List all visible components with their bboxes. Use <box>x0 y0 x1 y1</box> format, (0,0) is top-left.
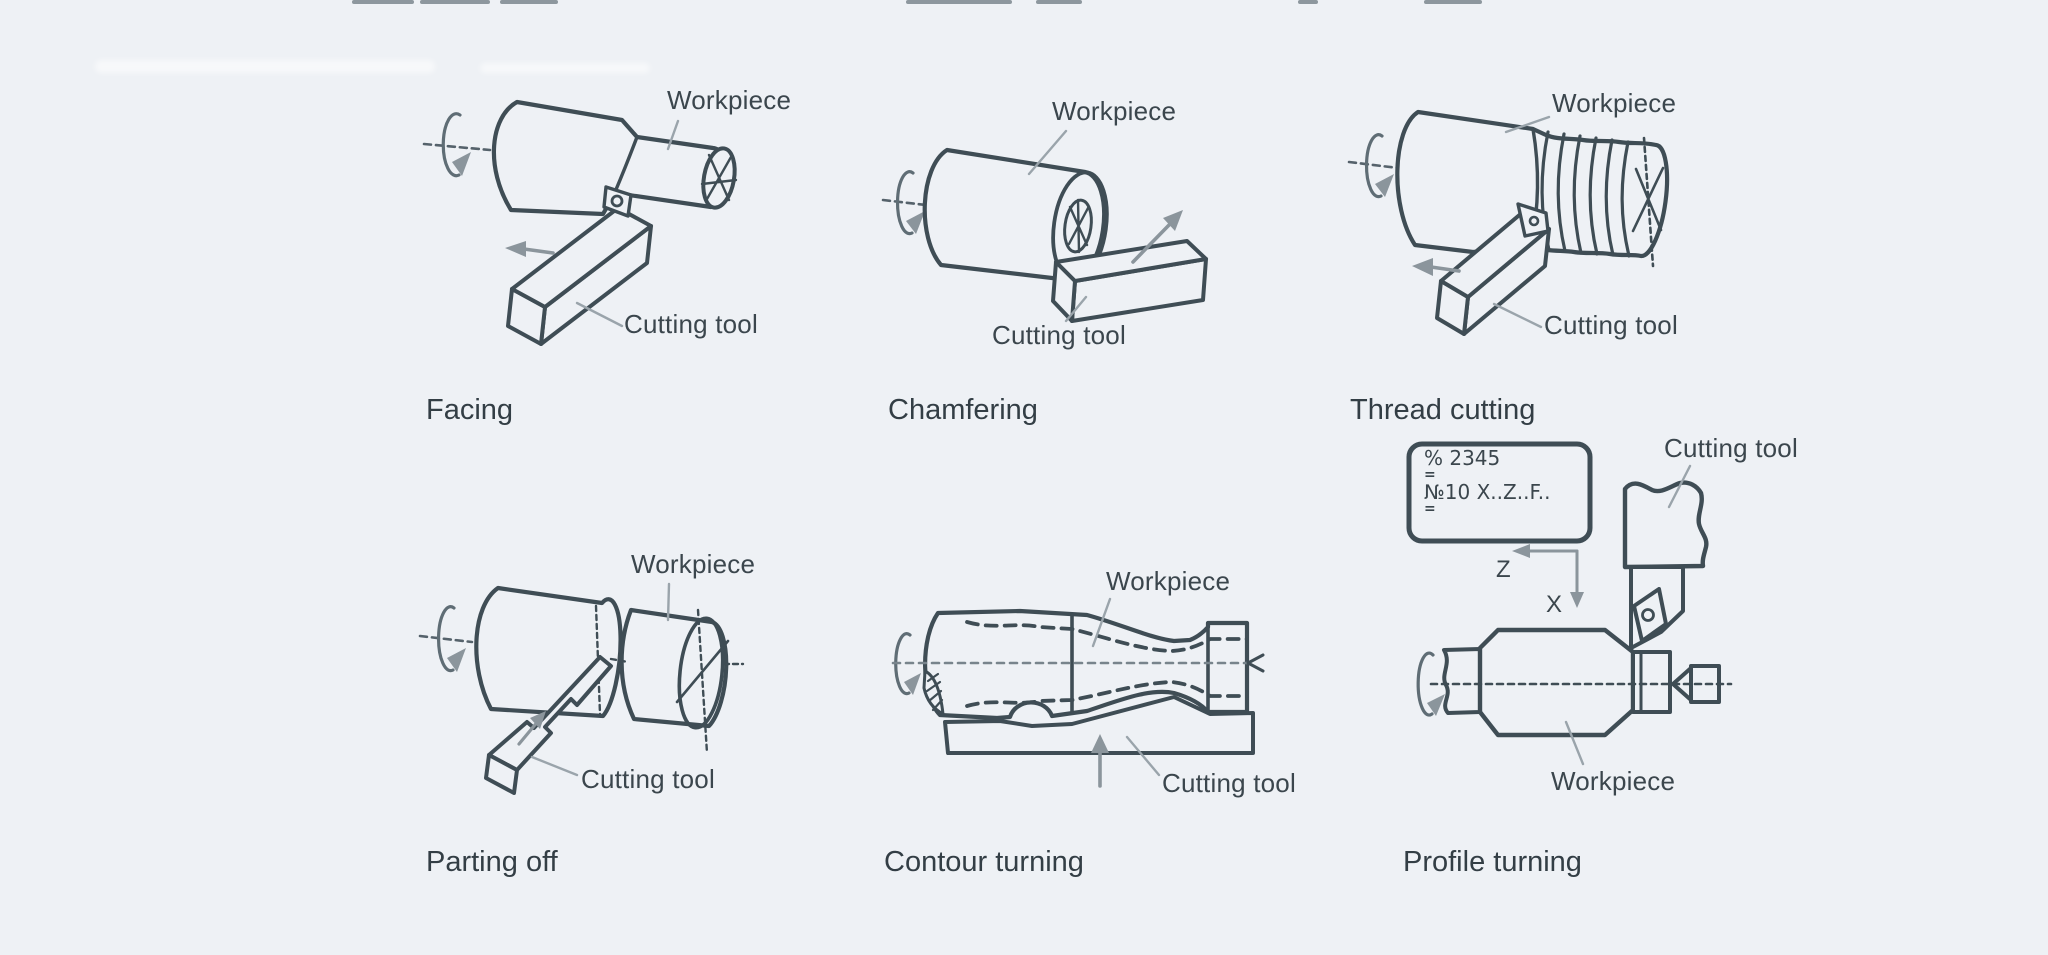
feed-arrow-icon <box>1412 258 1461 276</box>
parting-off-workpiece-drawing <box>609 607 745 755</box>
erased-text-smudge <box>480 63 650 73</box>
top-crop-artifact <box>1036 0 1082 4</box>
rotation-arrow-icon <box>1364 133 1394 199</box>
rotation-arrow-icon <box>441 112 471 178</box>
erased-text-smudge <box>95 60 435 73</box>
leader-line <box>1027 129 1088 323</box>
cnc-program-box <box>1406 441 1593 544</box>
x-axis-arrow-icon <box>1570 549 1584 608</box>
axis-centerline <box>418 634 474 644</box>
chamfering-illustration <box>881 129 1208 323</box>
z-axis-label: Z <box>1496 556 1511 583</box>
profile-turning-workpiece-label: Workpiece <box>1551 766 1676 796</box>
rotation-arrow-icon <box>436 605 466 673</box>
profile-turning-cutting-tool-label: Cutting tool <box>1664 433 1798 463</box>
profile-turning-caption: Profile turning <box>1403 846 1582 878</box>
rotation-arrow-icon <box>1416 651 1445 717</box>
feed-arrow-icon <box>505 241 555 257</box>
z-axis-arrow-icon <box>1512 544 1579 558</box>
top-crop-artifact <box>500 0 558 4</box>
axis-centerline <box>422 142 492 152</box>
contour-turning-caption: Contour turning <box>884 846 1084 878</box>
parting-off-cutting-tool-label: Cutting tool <box>581 764 715 794</box>
thread-cutting-tool-drawing <box>1435 202 1551 336</box>
contour-turning-illustration <box>891 597 1265 788</box>
chamfering-workpiece-label: Workpiece <box>1052 96 1177 126</box>
feed-arrow-icon <box>1131 210 1183 264</box>
top-crop-artifact <box>352 0 414 4</box>
leader-line <box>1564 464 1692 766</box>
parting-off-chuck-drawing <box>474 585 623 719</box>
facing-illustration <box>422 99 738 346</box>
profile-cutting-tool-drawing <box>1622 480 1709 650</box>
feed-arrow-icon <box>1091 734 1109 788</box>
chamfering-cutting-tool-drawing <box>1051 239 1208 323</box>
leader-line <box>1091 597 1161 777</box>
chamfering-cutting-tool-label: Cutting tool <box>992 320 1126 350</box>
axis-centerline <box>1347 160 1400 170</box>
thread-cutting-workpiece-label: Workpiece <box>1552 88 1677 118</box>
parting-off-caption: Parting off <box>426 846 558 878</box>
leader-line <box>530 582 671 777</box>
parting-off-workpiece-label: Workpiece <box>631 549 756 579</box>
cnc-program-number: % 2345 <box>1424 446 1501 470</box>
profile-turning-illustration <box>1406 441 1733 766</box>
top-crop-artifact <box>420 0 490 4</box>
parting-off-illustration <box>418 582 745 795</box>
facing-caption: Facing <box>426 394 514 426</box>
feed-direction-chevron-icon <box>1246 653 1265 673</box>
cnc-program-text: % 2345 = №10 X..Z..F.. = <box>1424 448 1584 516</box>
thread-cutting-caption: Thread cutting <box>1350 394 1536 426</box>
thread-cutting-illustration <box>1347 109 1670 336</box>
leader-line <box>1492 115 1551 329</box>
cnc-program-block: №10 X..Z..F.. <box>1424 480 1551 505</box>
facing-cutting-tool-label: Cutting tool <box>624 309 758 339</box>
top-crop-artifact <box>1298 0 1318 4</box>
leader-line <box>575 119 680 328</box>
contour-workpiece-drawing <box>922 608 1250 721</box>
chamfering-caption: Chamfering <box>888 394 1038 426</box>
top-crop-artifact <box>906 0 1012 4</box>
chamfering-workpiece-drawing <box>922 147 1109 283</box>
facing-workpiece-label: Workpiece <box>667 85 792 115</box>
thread-cutting-cutting-tool-label: Cutting tool <box>1544 310 1678 340</box>
x-axis-label: X <box>1546 591 1563 618</box>
facing-cutting-tool-drawing <box>506 185 653 346</box>
axis-centerline <box>881 198 928 207</box>
contour-turning-cutting-tool-label: Cutting tool <box>1162 768 1296 798</box>
profile-workpiece-drawing <box>1429 627 1733 738</box>
cnc-separator: = <box>1424 501 1436 518</box>
top-crop-artifact <box>1424 0 1482 4</box>
rotation-arrow-icon <box>894 632 921 696</box>
feed-arrow-icon <box>517 711 546 746</box>
rotation-arrow-icon <box>895 170 925 236</box>
facing-workpiece-drawing <box>491 99 738 217</box>
cnc-separator: = <box>1424 467 1436 483</box>
contour-turning-workpiece-label: Workpiece <box>1106 566 1231 596</box>
